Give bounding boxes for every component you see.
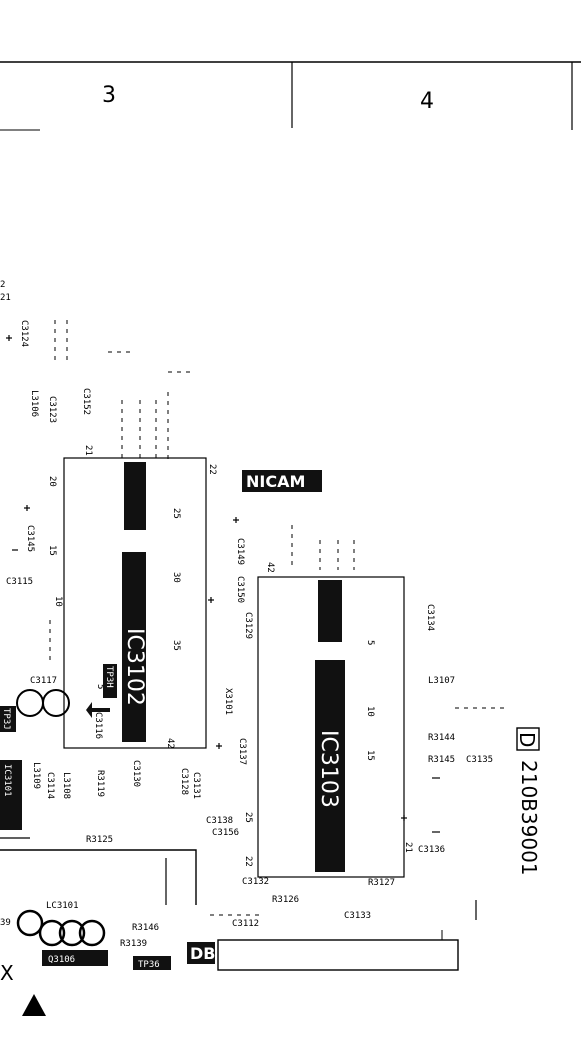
c3150-label: C3150 (235, 576, 245, 603)
ic3103-pin-15: 15 (365, 750, 375, 761)
db-badge: DB (190, 944, 215, 963)
r3119-label: R3119 (95, 770, 105, 797)
c3134-label: C3134 (425, 604, 435, 631)
r3125-label: R3125 (86, 835, 113, 845)
lc3101-label: LC3101 (46, 901, 79, 911)
l3107-label: L3107 (428, 676, 455, 686)
c3112-label: C3112 (232, 919, 259, 929)
dashed-traces (49, 320, 505, 916)
c3138-label: C3138 (206, 816, 233, 826)
ic3102-pin-35: 35 (171, 640, 181, 651)
c3133-label: C3133 (344, 911, 371, 921)
ic3103-outline (257, 576, 405, 878)
c3156-label: C3156 (212, 828, 239, 838)
ic3102-pin-10: 10 (53, 596, 63, 607)
c3117-label: C3117 (30, 676, 57, 686)
q3106-label: Q3106 (48, 955, 75, 965)
db-badge-bg (187, 942, 215, 964)
ic3102-pin-5: 5 (95, 684, 105, 689)
x3101-label: X3101 (223, 688, 233, 715)
ic3102-pin-30: 30 (171, 572, 181, 583)
c3135-label: C3135 (466, 755, 493, 765)
ic3103-pin-21: 21 (403, 842, 413, 853)
tp36-label: TP36 (138, 960, 160, 970)
tp36-bg (133, 956, 171, 970)
ic3101-label: IC3101 (2, 764, 12, 797)
c3114-label: C3114 (45, 772, 55, 799)
q3106-pad-3 (58, 919, 86, 947)
tp3h-arrow-icon (86, 702, 110, 718)
c3117-pad-left (16, 689, 44, 717)
ic3103-pin-10: 10 (365, 706, 375, 717)
c3128-label: C3128 (179, 768, 189, 795)
c3117-pad-right (42, 689, 70, 717)
doc-code: 210B39001 (517, 760, 541, 876)
c3129-label: C3129 (243, 612, 253, 639)
l3106-label: L3106 (29, 390, 39, 417)
ic3102-label: IC3102 (122, 628, 147, 706)
c3124-label: C3124 (19, 320, 29, 347)
l3108-label: L3108 (61, 772, 71, 799)
r3145-label: R3145 (428, 755, 455, 765)
doc-code-box (516, 727, 540, 751)
ic3102-pin-15: 15 (47, 545, 57, 556)
c3123-label: C3123 (47, 396, 57, 423)
tp3j-bg (0, 706, 16, 732)
ic3103-pin-42: 42 (265, 562, 275, 573)
tp3j-label: TP3J (1, 708, 11, 730)
c3115-label: C3115 (6, 577, 33, 587)
nicam-badge: NICAM (246, 472, 305, 491)
ic3101-body (0, 760, 22, 830)
column-4-label: 4 (420, 89, 434, 114)
ic3103-label: IC3103 (316, 730, 341, 808)
r3139-label: R3139 (120, 939, 147, 949)
ic3103-pin-22: 22 (243, 856, 253, 867)
ic3102-body (122, 552, 146, 742)
q3106-pad-1 (16, 909, 44, 937)
column-3-label: 3 (102, 83, 116, 108)
db-connector-outline (217, 939, 459, 971)
c3152-label: C3152 (81, 388, 91, 415)
ground-trace-lower (0, 849, 197, 905)
q3106-pad-4 (78, 919, 106, 947)
left-edge-x: X (0, 961, 14, 985)
left-edge-number-2: 2 (0, 280, 5, 290)
ic3102-pin-25: 25 (171, 508, 181, 519)
c3137-label: C3137 (237, 738, 247, 765)
ic3102-pin-21: 21 (83, 445, 93, 456)
nicam-badge-bg (242, 470, 322, 492)
c3132-label: C3132 (242, 877, 269, 887)
c3149-label: C3149 (235, 538, 245, 565)
tp3h-bg (103, 664, 117, 698)
warning-triangle-icon (22, 994, 46, 1016)
r3127-label: R3127 (368, 878, 395, 888)
c3139-label: 39 (0, 918, 11, 928)
ic3102-pin-22: 22 (207, 464, 217, 475)
ic3103-pin-block-top (318, 580, 342, 642)
tp3h-label: TP3H (104, 666, 114, 688)
ic3102-outline (63, 457, 207, 749)
polarity-marks (6, 335, 477, 920)
doc-code-d-prefix: D (515, 732, 539, 747)
component-labels: C3124 L3106 C3152 C3123 C3145 C3115 C311… (0, 320, 493, 949)
ic3102-pin-42: 42 (165, 738, 175, 749)
c3130-label: C3130 (131, 760, 141, 787)
ic3103-body (315, 660, 345, 872)
left-edge-number-21: 21 (0, 293, 11, 303)
q3106-pad-2 (38, 919, 66, 947)
q3106-bg (42, 950, 108, 966)
ic3103-pin-25: 25 (243, 812, 253, 823)
r3146-label: R3146 (132, 923, 159, 933)
c3131-label: C3131 (191, 772, 201, 799)
c3136-label: C3136 (418, 845, 445, 855)
c3145-label: C3145 (25, 525, 35, 552)
ic3103-pin-5: 5 (365, 640, 375, 645)
l3109-label: L3109 (31, 762, 41, 789)
c3116-label: C3116 (93, 712, 103, 739)
r3144-label: R3144 (428, 733, 455, 743)
ic3102-pin-20: 20 (47, 476, 57, 487)
ic3102-pin-block-top (124, 462, 146, 530)
r3126-label: R3126 (272, 895, 299, 905)
